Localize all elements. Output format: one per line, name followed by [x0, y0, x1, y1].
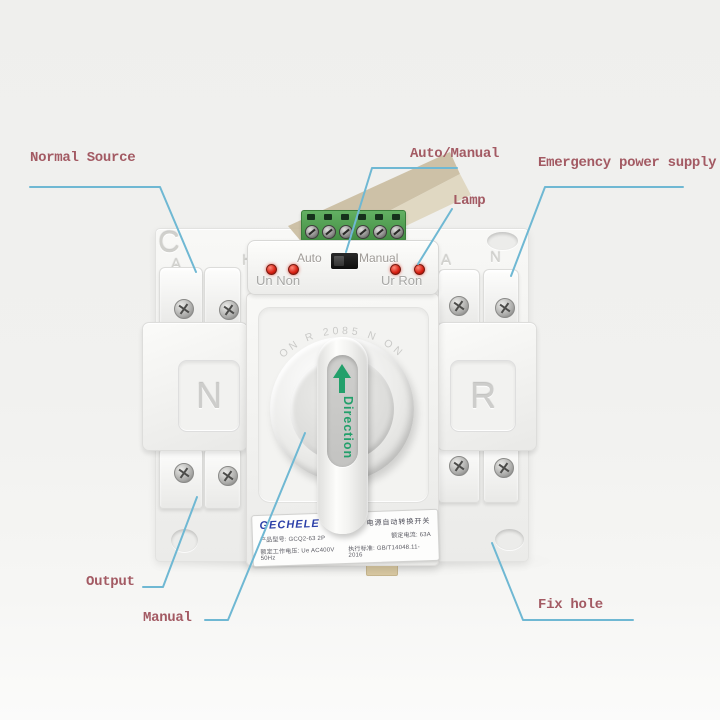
fix-hole-top-right	[487, 232, 518, 250]
plate-mark: A	[171, 256, 182, 273]
terminal-screw	[305, 225, 319, 239]
pole-label-panel: N	[178, 360, 240, 432]
plate-mark: C	[158, 226, 180, 259]
terminal-slot	[358, 214, 366, 220]
label-lamp: Lamp	[453, 193, 486, 209]
up-arrow-icon	[339, 377, 345, 393]
terminal-screw	[373, 225, 387, 239]
terminal-screw	[390, 225, 404, 239]
label-manual: Manual	[143, 610, 192, 626]
label-output: Output	[86, 574, 135, 590]
fix-hole-bottom-right	[495, 529, 524, 550]
terminal-screw	[495, 298, 515, 318]
terminal-screw	[356, 225, 370, 239]
knob-handle: Direction	[317, 337, 368, 534]
switch-actuator	[334, 256, 344, 266]
callout-line-fix-hole	[491, 542, 634, 621]
terminal-screw	[449, 296, 469, 316]
handle-inset: Direction	[327, 355, 358, 467]
plate-mark: N	[490, 249, 501, 266]
callout-line-normal-source	[29, 186, 197, 273]
right-pole-letter: R	[470, 375, 496, 416]
terminal-screw	[218, 466, 238, 486]
terminal-slot	[307, 214, 315, 220]
plate-mark: A	[441, 252, 452, 269]
auto-manual-slide-switch	[331, 253, 358, 269]
left-pole-body: N	[142, 322, 248, 451]
callout-line-emergency	[510, 186, 684, 277]
terminal-screw	[449, 456, 469, 476]
auto-label: Auto	[297, 251, 322, 265]
label-fix-hole: Fix hole	[538, 597, 603, 613]
terminal-screw	[174, 463, 194, 483]
direction-label: Direction	[341, 396, 355, 460]
status-led	[414, 264, 425, 275]
terminal-slot	[392, 214, 400, 220]
terminal-screw	[494, 458, 514, 478]
label-auto-manual: Auto/Manual	[410, 146, 500, 162]
callout-line-lamp	[417, 208, 453, 265]
mode-panel: Auto Manual Un Non Ur Ron	[247, 240, 439, 295]
callout-line-manual	[204, 432, 306, 621]
callout-line-output	[142, 496, 198, 588]
terminal-screw	[174, 299, 194, 319]
callout-line-auto-manual	[345, 167, 458, 253]
up-arrow-icon	[333, 364, 351, 378]
un-non-label: Un Non	[256, 273, 301, 288]
ur-ron-label: Ur Ron	[381, 273, 423, 288]
terminal-screw	[219, 300, 239, 320]
terminal-slot	[375, 214, 383, 220]
control-terminal-block	[301, 210, 406, 242]
status-led	[390, 264, 401, 275]
terminal-slot	[324, 214, 332, 220]
right-pole-body: R	[437, 322, 537, 451]
terminal-screw	[322, 225, 336, 239]
terminal-slot	[341, 214, 349, 220]
manual-label: Manual	[359, 251, 399, 265]
label-emergency-power-supply: Emergency power supply	[538, 155, 717, 171]
label-normal-source: Normal Source	[30, 150, 136, 166]
pole-label-panel: R	[450, 360, 516, 432]
left-pole-letter: N	[196, 375, 222, 416]
status-led	[288, 264, 299, 275]
status-led	[266, 264, 277, 275]
